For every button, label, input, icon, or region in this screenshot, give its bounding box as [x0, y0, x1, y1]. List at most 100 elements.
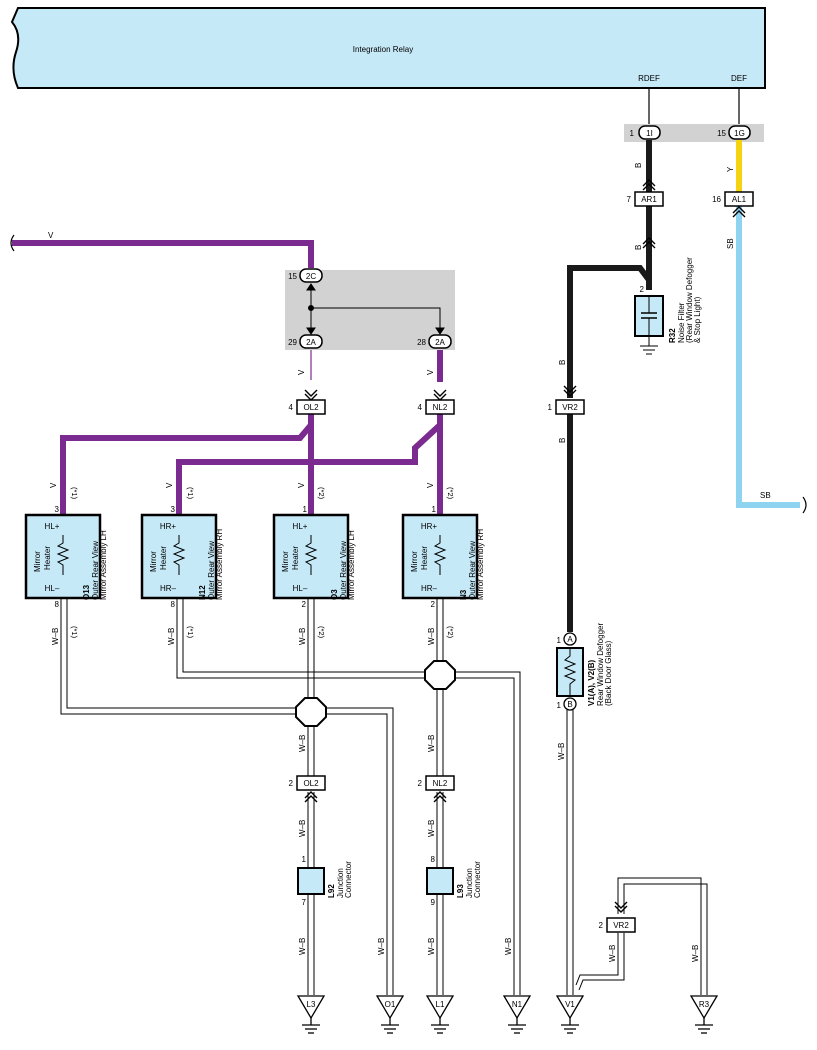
noise-filter-r32: R32 Noise Filter (Rear Window Defogger &…	[634, 257, 702, 355]
svg-text:15: 15	[288, 272, 297, 281]
svg-text:1: 1	[548, 403, 553, 412]
svg-text:16: 16	[712, 195, 721, 204]
svg-text:AL1: AL1	[732, 195, 747, 204]
svg-text:Noise Filter: Noise Filter	[677, 302, 686, 343]
svg-text:W–B: W–B	[557, 743, 566, 760]
svg-text:W–B: W–B	[427, 938, 436, 955]
junction-connector-l92: L92 Junction Connector	[297, 861, 353, 898]
svg-text:O13: O13	[82, 584, 91, 600]
svg-text:Mirror Assembly LH: Mirror Assembly LH	[347, 530, 356, 600]
svg-text:1: 1	[302, 855, 307, 864]
svg-text:W–B: W–B	[504, 938, 513, 955]
svg-text:(Back Door Glass): (Back Door Glass)	[604, 640, 613, 706]
svg-text:Mirror Assembly RH: Mirror Assembly RH	[476, 529, 485, 600]
svg-text:W–B: W–B	[298, 628, 307, 645]
connector-ar1	[634, 191, 664, 207]
pin-def-label: DEF	[731, 74, 747, 83]
connector-1g	[728, 125, 751, 140]
svg-text:1: 1	[303, 505, 308, 514]
pin-numbers: 1 15 7 16 2 15 29 28 4 4 1 3 3 1 1 8 8 2…	[55, 129, 727, 930]
wb-wires	[60, 598, 708, 995]
mirror-heater-n12: HR+ HR– Mirror Heater N12 Outer Rear Vie…	[140, 513, 224, 600]
svg-text:AR1: AR1	[641, 195, 657, 204]
connector-2c	[299, 268, 323, 283]
svg-text:N1: N1	[512, 1000, 523, 1009]
svg-text:HR+: HR+	[160, 522, 177, 531]
svg-text:2: 2	[302, 600, 307, 609]
svg-text:Junction: Junction	[465, 868, 474, 898]
ground-v1	[555, 995, 585, 1034]
svg-text:2A: 2A	[435, 338, 445, 347]
svg-text:N12: N12	[198, 585, 207, 600]
svg-text:HL+: HL+	[293, 522, 308, 531]
wire-label-v-main: V	[48, 231, 54, 240]
svg-text:3: 3	[171, 505, 176, 514]
ground-labels: L3 O1 L1 N1 V1 R3	[307, 1000, 710, 1009]
svg-text:V: V	[426, 369, 435, 375]
wire-break-left	[10, 234, 15, 252]
svg-text:L1: L1	[436, 1000, 445, 1009]
ground-n1	[502, 995, 532, 1034]
svg-text:A: A	[567, 635, 573, 644]
connector-nl2-bottom	[425, 775, 455, 791]
svg-text:2: 2	[599, 921, 604, 930]
svg-text:(*2): (*2)	[317, 626, 326, 639]
svg-text:B: B	[558, 438, 567, 443]
svg-text:Mirror Assembly LH: Mirror Assembly LH	[99, 530, 108, 600]
svg-text:B: B	[558, 360, 567, 365]
svg-text:V: V	[165, 482, 174, 488]
svg-text:Mirror: Mirror	[33, 551, 42, 572]
svg-text:W–B: W–B	[298, 820, 307, 837]
svg-text:(Rear Window Defogger: (Rear Window Defogger	[685, 257, 694, 343]
connector-tags: 1I 1G 2C 2A 2A AR1 AL1 OL2 NL2 VR2 OL2 N…	[296, 125, 754, 933]
svg-text:HR–: HR–	[421, 584, 438, 593]
svg-text:R3: R3	[699, 1000, 710, 1009]
connector-1i	[638, 125, 661, 140]
svg-text:Outer Rear View: Outer Rear View	[339, 541, 348, 600]
svg-text:B: B	[567, 700, 572, 709]
svg-text:2A: 2A	[306, 338, 316, 347]
svg-text:Connector: Connector	[344, 861, 353, 898]
ground-l3	[296, 995, 326, 1034]
svg-text:(*2): (*2)	[446, 487, 455, 500]
svg-text:Outer Rear View: Outer Rear View	[91, 541, 100, 600]
svg-text:L93: L93	[456, 884, 465, 898]
connector-al1	[724, 191, 754, 207]
ground-o1	[375, 995, 405, 1034]
svg-text:(*1): (*1)	[186, 487, 195, 500]
connector-vr2-bottom	[606, 917, 636, 933]
grounds	[296, 995, 719, 1034]
svg-text:Y: Y	[726, 166, 735, 172]
svg-text:2C: 2C	[306, 272, 316, 281]
svg-text:(*2): (*2)	[446, 626, 455, 639]
svg-text:W–B: W–B	[427, 628, 436, 645]
connector-2a-right	[428, 334, 452, 349]
svg-text:Rear Window Defogger: Rear Window Defogger	[596, 623, 605, 706]
svg-text:L92: L92	[327, 884, 336, 898]
svg-text:W–B: W–B	[377, 938, 386, 955]
svg-text:1: 1	[557, 636, 562, 645]
mirror-heater-o13: HL+ HL– Mirror Heater O13 Outer Rear Vie…	[24, 513, 108, 600]
svg-text:Mirror: Mirror	[410, 551, 419, 572]
svg-text:2: 2	[431, 600, 436, 609]
svg-text:Heater: Heater	[159, 546, 168, 570]
connector-nl2-top	[425, 399, 455, 415]
svg-text:HL–: HL–	[293, 584, 308, 593]
svg-text:29: 29	[288, 338, 297, 347]
svg-text:V: V	[297, 369, 306, 375]
svg-text:(*1): (*1)	[70, 487, 79, 500]
junction-2c-internal	[306, 283, 445, 335]
svg-text:W–B: W–B	[298, 735, 307, 752]
svg-text:4: 4	[289, 403, 294, 412]
svg-text:R32: R32	[668, 328, 677, 343]
svg-text:7: 7	[627, 195, 632, 204]
svg-text:Heater: Heater	[43, 546, 52, 570]
svg-text:1I: 1I	[646, 129, 653, 138]
svg-text:O1: O1	[385, 1000, 396, 1009]
svg-text:L3: L3	[307, 1000, 316, 1009]
svg-text:W–B: W–B	[167, 628, 176, 645]
integration-relay: Integration Relay	[10, 7, 766, 89]
connector-ol2-bottom	[296, 775, 326, 791]
svg-text:28: 28	[417, 338, 426, 347]
